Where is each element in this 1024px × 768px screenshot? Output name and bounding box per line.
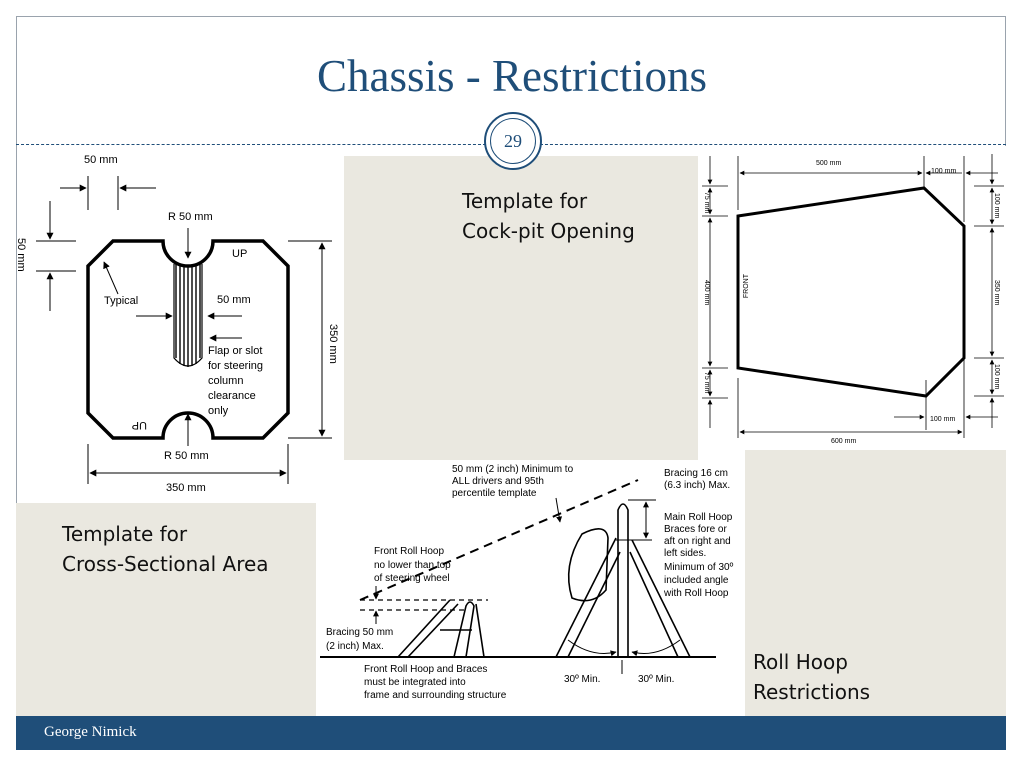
roll-hoop-caption-area — [745, 450, 1006, 716]
cs-dim-top: 50 mm — [84, 154, 118, 166]
roll-hoop-caption-line1: Roll Hoop — [753, 650, 848, 674]
cs-radius-bottom: R 50 mm — [164, 450, 209, 462]
rh-main-braces-3: aft on right and — [664, 536, 731, 547]
cp-dim-top-right: 100 mm — [931, 168, 956, 175]
rh-main-braces-2: Braces fore or — [664, 524, 727, 535]
cs-up-bottom: UP — [132, 419, 147, 431]
cs-height: 350 mm — [327, 324, 339, 364]
rh-bracing-max-2: (6.3 inch) Max. — [664, 480, 730, 491]
cross-section-caption-line1: Template for — [62, 522, 188, 546]
cockpit-caption: Template for Cock-pit Opening — [462, 186, 635, 246]
title-divider-right — [540, 144, 1006, 145]
rh-front-hoop-1: Front Roll Hoop — [374, 546, 444, 557]
rh-angle-right: 30º Min. — [638, 674, 674, 685]
cross-section-caption-area — [16, 503, 316, 716]
rh-angle-left: 30º Min. — [564, 674, 600, 685]
cockpit-caption-line1: Template for — [462, 189, 588, 213]
rh-main-braces-6: included angle — [664, 575, 729, 586]
cp-dim-right-mid: 350 mm — [993, 280, 1000, 305]
cross-section-caption: Template for Cross-Sectional Area — [62, 519, 269, 579]
cs-slot-width: 50 mm — [217, 294, 251, 306]
cs-slot-note-5: only — [208, 405, 229, 417]
rh-integrated-2: must be integrated into — [364, 677, 466, 688]
cp-dim-left-top: 75 mm — [703, 192, 710, 214]
roll-hoop-diagram: 50 mm (2 inch) Minimum to ALL drivers an… — [320, 464, 734, 701]
cs-radius-top: R 50 mm — [168, 211, 213, 223]
rh-bracing-max-1: Bracing 16 cm — [664, 468, 728, 479]
cs-dim-side: 50 mm — [16, 238, 27, 272]
footer-author: George Nimick — [44, 724, 137, 740]
cockpit-caption-line2: Cock-pit Opening — [462, 219, 635, 243]
cross-section-caption-line2: Cross-Sectional Area — [62, 552, 269, 576]
cs-width: 350 mm — [166, 482, 206, 494]
rh-front-hoop-2: no lower than top — [374, 560, 451, 571]
cs-slot-note-1: Flap or slot — [208, 345, 262, 357]
page-number: 29 — [490, 118, 536, 164]
rh-min-clearance-1: 50 mm (2 inch) Minimum to — [452, 464, 574, 475]
roll-hoop-caption: Roll Hoop Restrictions — [753, 647, 870, 707]
cockpit-panel: 500 mm 100 mm 600 mm 100 mm 75 mm 400 mm… — [698, 146, 1006, 450]
cp-dim-bottom-length: 600 mm — [831, 438, 856, 445]
slide-title: Chassis - Restrictions — [317, 51, 707, 101]
cp-dim-right-bottom: 100 mm — [993, 364, 1000, 389]
page-number-badge: 29 — [484, 112, 542, 170]
cp-dim-right-top: 100 mm — [993, 193, 1000, 218]
rh-integrated-1: Front Roll Hoop and Braces — [364, 664, 487, 675]
rh-main-braces-5: Minimum of 30º — [664, 562, 734, 573]
cs-slot-note-4: clearance — [208, 390, 256, 402]
rh-front-bracing-2: (2 inch) Max. — [326, 641, 384, 652]
cs-slot-note-2: for steering — [208, 360, 263, 372]
cs-slot-note-3: column — [208, 375, 243, 387]
footer-bar: George Nimick — [16, 716, 1006, 750]
rh-min-clearance-2: ALL drivers and 95th — [452, 476, 544, 487]
title-divider-left — [16, 144, 486, 145]
cross-section-diagram: 50 mm 50 mm R 50 mm UP UP Typical 50 mm … — [16, 154, 339, 494]
rh-main-braces-4: left sides. — [664, 548, 706, 559]
cp-dim-bottom-right: 100 mm — [930, 416, 955, 423]
cp-front-label: FRONT — [743, 273, 750, 298]
cs-up-top: UP — [232, 248, 247, 260]
cp-dim-left-bottom: 75 mm — [703, 372, 710, 394]
rh-front-bracing-1: Bracing 50 mm — [326, 627, 393, 638]
cs-typical: Typical — [104, 295, 138, 307]
cp-dim-left-mid: 400 mm — [703, 280, 710, 305]
cp-dim-top-length: 500 mm — [816, 160, 841, 167]
rh-main-braces-1: Main Roll Hoop — [664, 512, 733, 523]
rh-min-clearance-3: percentile template — [452, 488, 537, 499]
rh-front-hoop-3: of steering wheel — [374, 573, 450, 584]
roll-hoop-panel: 50 mm (2 inch) Minimum to ALL drivers an… — [316, 460, 745, 708]
cockpit-caption-area — [344, 156, 698, 460]
cockpit-diagram: 500 mm 100 mm 600 mm 100 mm 75 mm 400 mm… — [702, 154, 1004, 445]
roll-hoop-caption-line2: Restrictions — [753, 680, 871, 704]
rh-integrated-3: frame and surrounding structure — [364, 690, 507, 701]
rh-main-braces-7: with Roll Hoop — [663, 588, 729, 599]
